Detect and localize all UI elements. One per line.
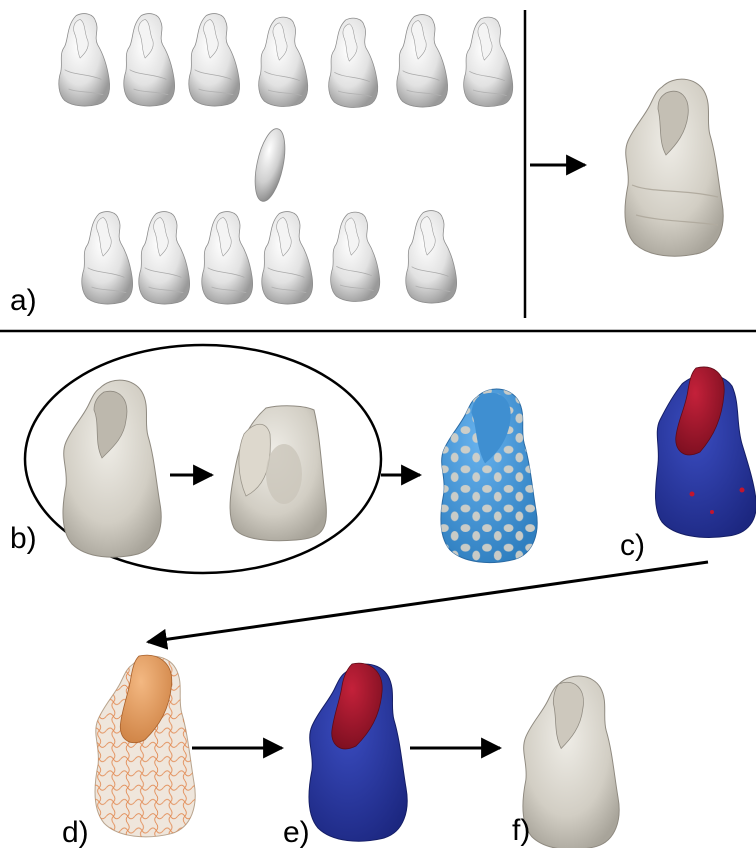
bone-final-f <box>522 675 620 848</box>
bone-smooth <box>62 379 162 558</box>
bone-shape-6 <box>396 14 449 108</box>
panel-f: f) <box>512 675 620 848</box>
bone-shape-10 <box>201 211 254 305</box>
bone-shape-11 <box>261 211 314 305</box>
panel-d: d) <box>62 654 196 848</box>
label-e: e) <box>283 816 310 848</box>
mean-ellipsoid <box>254 128 286 202</box>
bone-shape-2 <box>123 13 176 107</box>
panel-c: c) <box>620 366 756 562</box>
label-a: a) <box>10 284 37 317</box>
bone-shape-1 <box>58 13 111 107</box>
arrow-c-to-d <box>145 560 709 650</box>
bone-blue-red-c <box>655 366 756 538</box>
label-c: c) <box>620 529 645 562</box>
bone-shape-12 <box>330 211 381 302</box>
bone-cut <box>229 405 327 542</box>
bone-blue-patches <box>440 388 538 564</box>
bone-shape-3 <box>188 13 241 107</box>
bone-shape-5 <box>328 17 379 108</box>
bone-shape-9 <box>138 211 191 305</box>
label-d: d) <box>62 816 89 848</box>
bone-row-bottom <box>81 210 458 305</box>
bone-shape-7 <box>463 16 514 107</box>
bone-blue-red-e <box>308 662 408 842</box>
panel-a: a) <box>10 10 724 318</box>
mean-shape <box>624 78 724 257</box>
bone-shape-8 <box>81 211 134 305</box>
bone-shape-4 <box>258 16 309 107</box>
label-f: f) <box>512 814 530 847</box>
preprocess-ellipse <box>23 343 383 575</box>
bone-orange-d <box>94 654 196 838</box>
label-b: b) <box>10 522 37 555</box>
panel-b: b) <box>10 343 538 575</box>
bone-row-top <box>58 13 514 108</box>
panel-e: e) <box>283 662 408 848</box>
bone-shape-13 <box>405 210 458 304</box>
